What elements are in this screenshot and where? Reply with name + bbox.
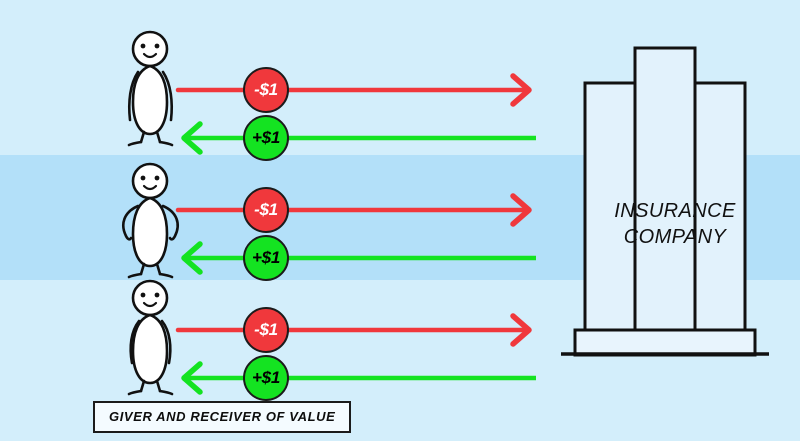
debit-flow-2 <box>175 182 538 242</box>
building-name-line1: INSURANCE <box>614 200 736 222</box>
exchange-row: -$1 +$1 <box>0 142 800 281</box>
exchange-row: -$1 +$1 <box>0 22 800 161</box>
credit-badge-1: +$1 <box>243 115 289 161</box>
debit-flow-3 <box>175 302 538 362</box>
debit-flow-1 <box>175 62 538 122</box>
caption-label: GIVER AND RECEIVER OF VALUE <box>93 401 352 433</box>
debit-badge-2: -$1 <box>243 187 289 233</box>
person-figure-3 <box>108 279 198 397</box>
insurance-company-building: INSURANCE COMPANY <box>555 20 795 357</box>
exchange-row: -$1 +$1 <box>0 262 800 401</box>
credit-badge-3: +$1 <box>243 355 289 401</box>
debit-badge-3: -$1 <box>243 307 289 353</box>
debit-badge-1: -$1 <box>243 67 289 113</box>
credit-badge-2: +$1 <box>243 235 289 281</box>
building-name: INSURANCE COMPANY <box>555 198 795 250</box>
person-figure-1 <box>108 30 198 148</box>
building-name-line2: COMPANY <box>623 226 727 248</box>
person-figure-2 <box>108 162 198 280</box>
